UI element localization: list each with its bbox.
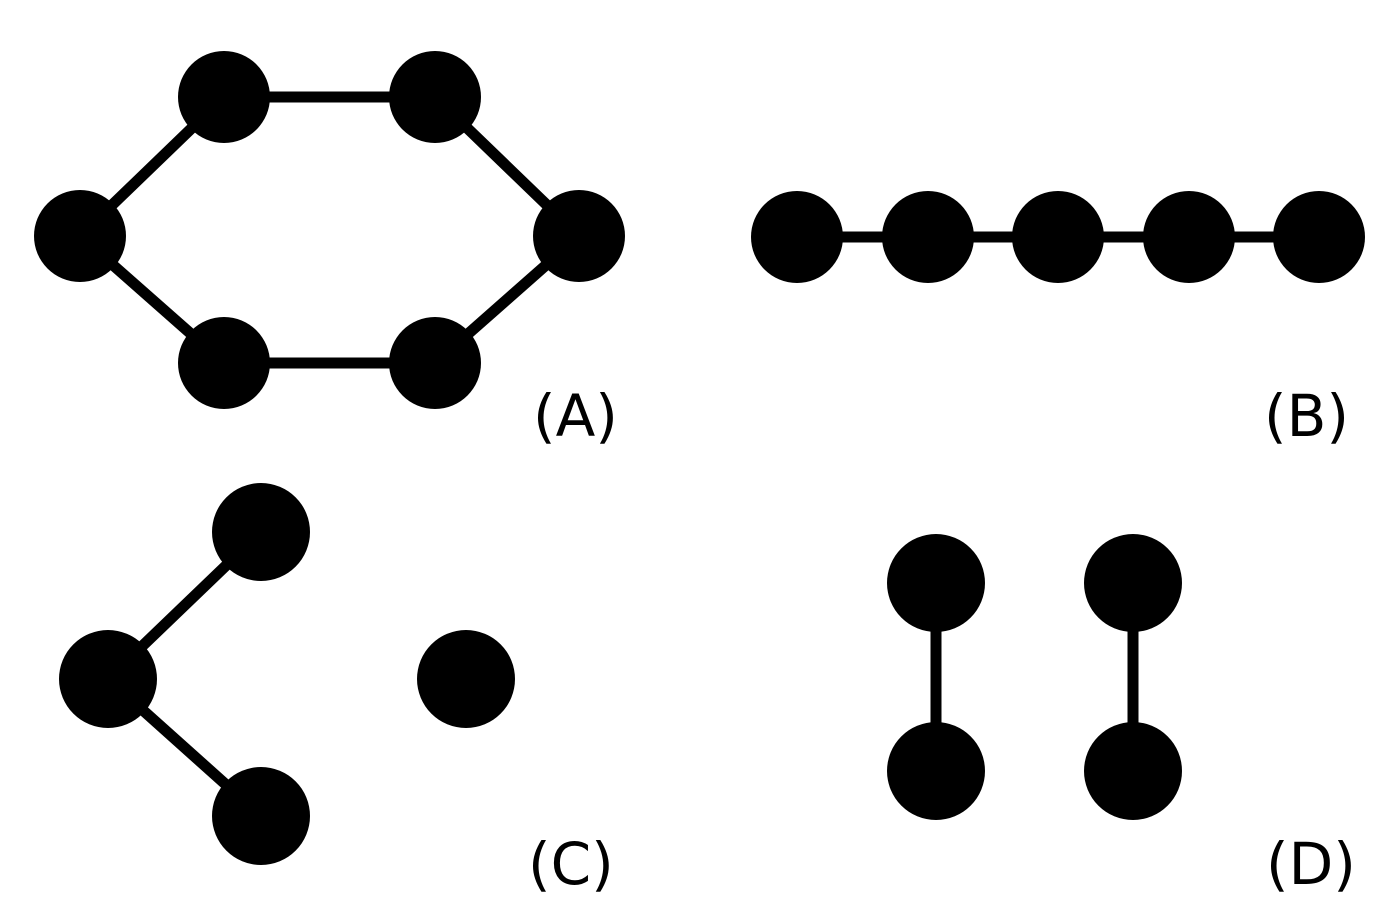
- panel-d-nodes: [887, 534, 1182, 820]
- panel-c: (C): [59, 483, 614, 898]
- panel-label-d: (D): [1266, 830, 1356, 898]
- panel-label-c: (C): [528, 830, 614, 898]
- panel-a: (A): [34, 51, 625, 450]
- node: [212, 767, 310, 865]
- node: [389, 51, 481, 143]
- node: [178, 51, 270, 143]
- node: [34, 190, 126, 282]
- node: [1012, 191, 1104, 283]
- node: [389, 317, 481, 409]
- panel-a-nodes: [34, 51, 625, 409]
- isolated-node: [417, 630, 515, 728]
- node: [751, 191, 843, 283]
- node: [59, 630, 157, 728]
- node: [882, 191, 974, 283]
- panel-label-b: (B): [1264, 382, 1349, 450]
- node: [1084, 534, 1182, 632]
- node: [1084, 722, 1182, 820]
- node: [533, 190, 625, 282]
- node: [887, 722, 985, 820]
- node: [887, 534, 985, 632]
- node: [178, 317, 270, 409]
- panel-c-nodes: [59, 483, 515, 865]
- node: [1273, 191, 1365, 283]
- panel-b: (B): [751, 191, 1365, 450]
- panel-label-a: (A): [533, 382, 618, 450]
- panel-b-nodes: [751, 191, 1365, 283]
- panel-d: (D): [887, 534, 1356, 898]
- panel-a-edges: [76, 91, 583, 369]
- node: [212, 483, 310, 581]
- node: [1143, 191, 1235, 283]
